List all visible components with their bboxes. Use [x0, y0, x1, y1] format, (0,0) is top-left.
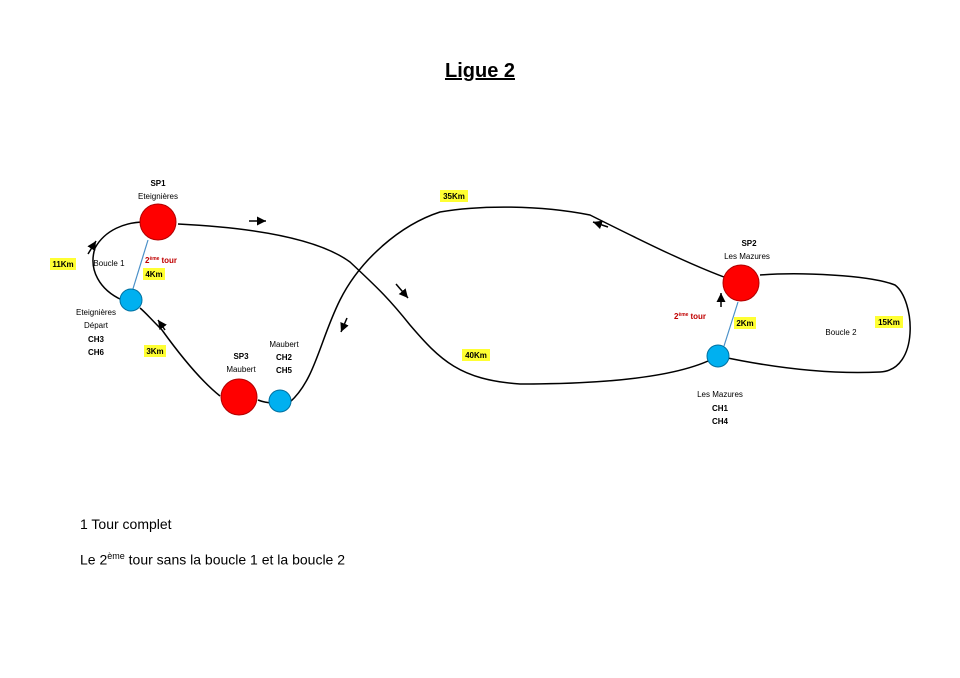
distance-badge-15km: 15Km — [875, 316, 903, 328]
distance-badge-40km: 40Km — [462, 349, 490, 361]
direction-arrow-3 — [340, 317, 349, 333]
svg-text:40Km: 40Km — [465, 351, 487, 360]
svg-text:15Km: 15Km — [878, 318, 900, 327]
sp1-place: Eteignières — [138, 192, 178, 201]
maubert-ch-a: CH2 — [276, 353, 293, 362]
second-lap-link-1 — [131, 239, 149, 293]
page-title: Ligue 2 — [444, 60, 515, 82]
note-second-lap: Le 2ème tour sans la boucle 1 et la bouc… — [80, 551, 345, 568]
start-marker — [119, 288, 143, 312]
sp1-marker — [139, 203, 177, 241]
sp3-place: Maubert — [226, 365, 256, 374]
svg-text:35Km: 35Km — [443, 192, 465, 201]
note-full-lap: 1 Tour complet — [80, 516, 172, 532]
mazures-ch-a: CH1 — [712, 404, 729, 413]
sp2-place: Les Mazures — [724, 252, 770, 261]
svg-text:3Km: 3Km — [146, 347, 163, 356]
sp3-marker — [220, 378, 258, 416]
distance-badge-35km: 35Km — [440, 190, 468, 202]
direction-arrow-4 — [592, 220, 609, 230]
start-ch-a: CH3 — [88, 335, 105, 344]
sp3-name: SP3 — [233, 352, 249, 361]
direction-arrow-6 — [157, 319, 167, 331]
svg-text:11Km: 11Km — [52, 260, 73, 269]
distance-badge-2km: 2Km — [734, 317, 756, 329]
loop2-label: Boucle 2 — [825, 328, 857, 337]
note-second-lap-sup: ème — [107, 551, 125, 561]
start-ch-b: CH6 — [88, 348, 105, 357]
mazures-ch-place: Les Mazures — [697, 390, 743, 399]
note-second-lap-prefix: Le 2 — [80, 551, 108, 568]
sp2-marker — [722, 264, 760, 302]
svg-text:4Km: 4Km — [145, 270, 162, 279]
maubert-ch-b: CH5 — [276, 366, 293, 375]
note-second-lap-suffix: tour sans la boucle 1 et la boucle 2 — [124, 551, 346, 568]
start-sub: Départ — [84, 321, 109, 330]
start-place: Eteignières — [76, 308, 116, 317]
distance-badge-11km: 11Km — [50, 258, 76, 270]
route-line — [92, 206, 911, 404]
mazures-ch-marker — [706, 344, 730, 368]
sp1-name: SP1 — [150, 179, 166, 188]
second-lap-link-2 — [723, 301, 739, 347]
direction-arrow-5 — [87, 240, 97, 255]
maubert-ch-marker — [268, 389, 292, 413]
svg-text:2Km: 2Km — [736, 319, 753, 328]
mazures-ch-b: CH4 — [712, 417, 729, 426]
direction-arrow-2 — [395, 283, 409, 299]
sp2-name: SP2 — [741, 239, 757, 248]
loop1-label: Boucle 1 — [93, 259, 125, 268]
distance-badge-4km: 4Km — [143, 268, 165, 280]
distance-badge-3km: 3Km — [144, 345, 166, 357]
maubert-ch-place: Maubert — [269, 340, 299, 349]
